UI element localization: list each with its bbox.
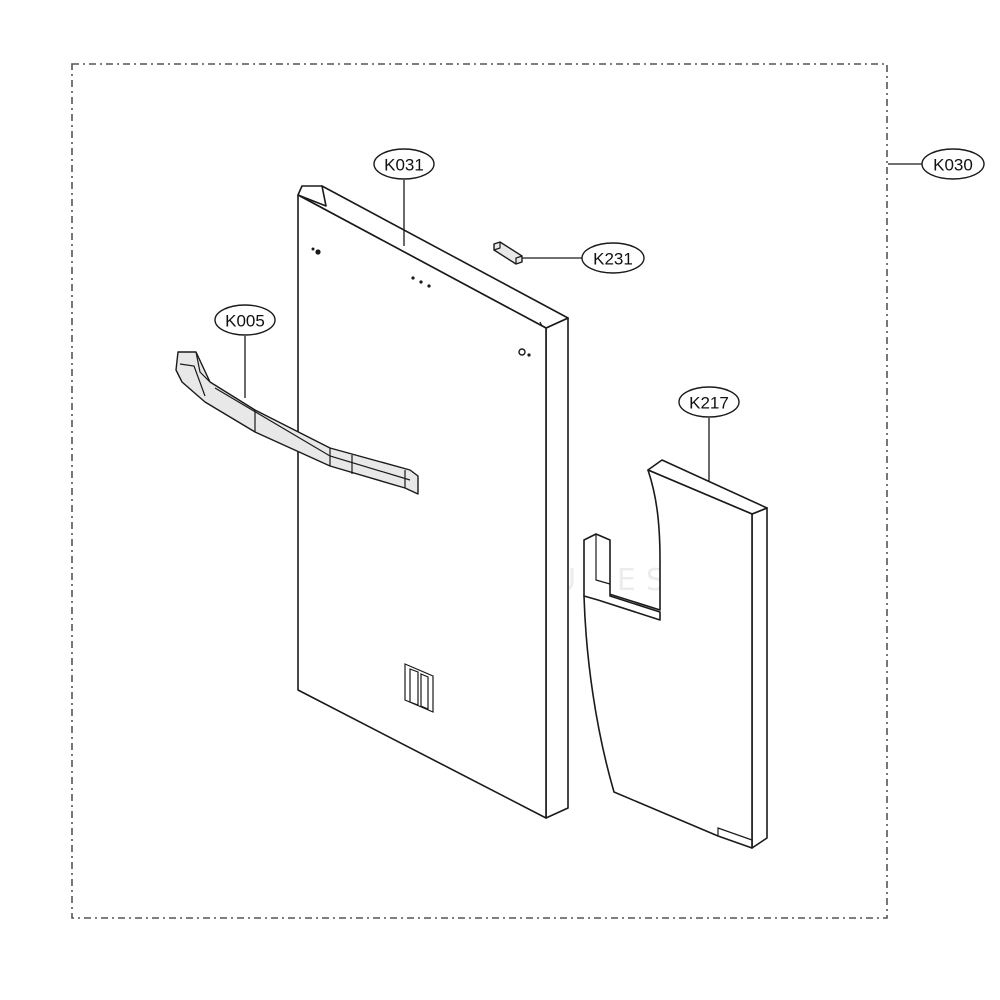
- handle: [175, 351, 419, 495]
- callout-door-label: K031: [384, 156, 424, 175]
- clip: [493, 241, 523, 265]
- callout-handle-label: K005: [225, 312, 265, 331]
- door-panel: [297, 185, 569, 819]
- callout-insulation: K217: [678, 386, 740, 418]
- callout-assembly: K030: [921, 148, 985, 180]
- callout-handle: K005: [214, 304, 276, 336]
- callout-door: K031: [373, 148, 435, 180]
- assembly-boundary: [71, 63, 888, 919]
- callout-clip-label: K231: [593, 250, 633, 269]
- callout-assembly-label: K030: [933, 156, 973, 175]
- callout-clip: K231: [581, 242, 645, 274]
- callout-insulation-label: K217: [689, 394, 729, 413]
- insulation-panel: [583, 459, 768, 849]
